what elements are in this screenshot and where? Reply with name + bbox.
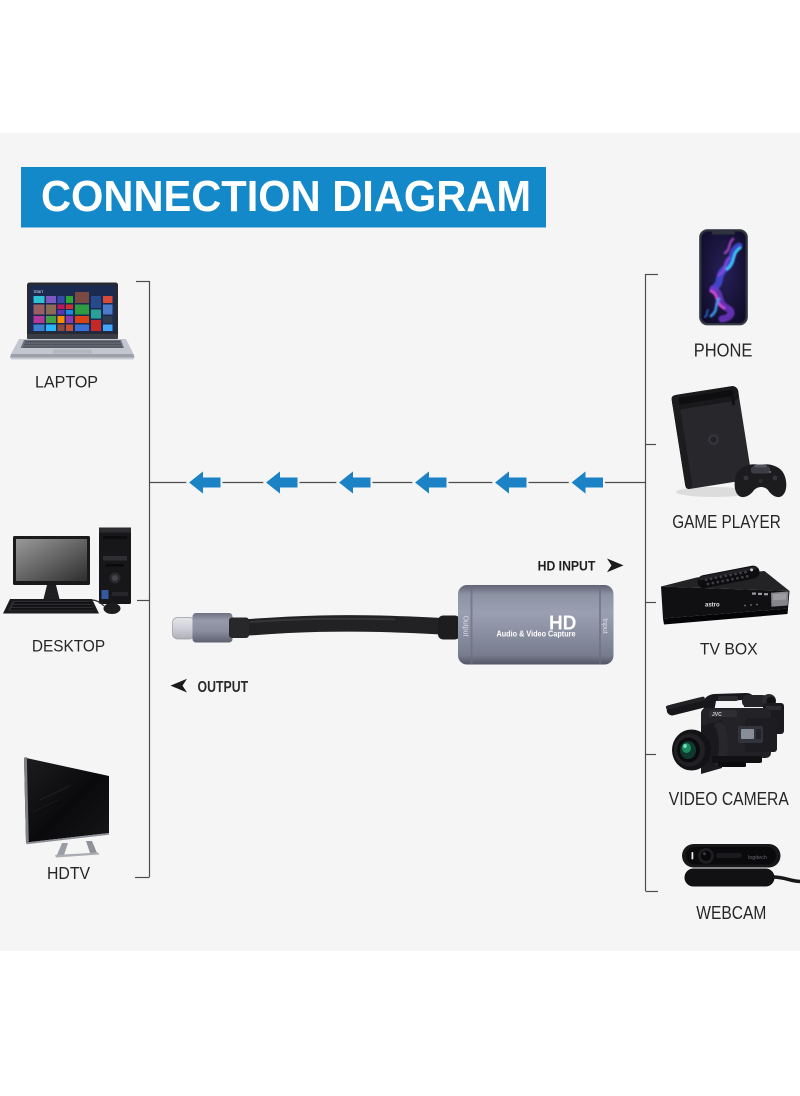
svg-text:Input: Input: [601, 618, 608, 634]
svg-text:LAPTOP: LAPTOP: [35, 374, 98, 392]
svg-text:HDTV: HDTV: [47, 863, 90, 883]
svg-text:TV BOX: TV BOX: [700, 639, 758, 658]
svg-text:HD: HD: [549, 613, 577, 635]
svg-text:HD INPUT: HD INPUT: [538, 559, 596, 575]
svg-text:logitech: logitech: [748, 855, 767, 861]
svg-text:Audio & Video Capture: Audio & Video Capture: [497, 630, 577, 639]
svg-text:CONNECTION DIAGRAM: CONNECTION DIAGRAM: [41, 172, 531, 221]
svg-text:DESKTOP: DESKTOP: [32, 636, 105, 655]
svg-text:JVC: JVC: [712, 712, 722, 718]
svg-text:PHONE: PHONE: [694, 340, 753, 361]
svg-text:OUTPUT: OUTPUT: [198, 679, 249, 696]
svg-text:Start: Start: [34, 289, 44, 294]
svg-text:astro: astro: [705, 603, 720, 609]
svg-text:VIDEO CAMERA: VIDEO CAMERA: [669, 789, 789, 809]
svg-text:Output: Output: [462, 615, 469, 636]
svg-text:WEBCAM: WEBCAM: [696, 903, 766, 923]
svg-text:GAME PLAYER: GAME PLAYER: [672, 512, 781, 532]
